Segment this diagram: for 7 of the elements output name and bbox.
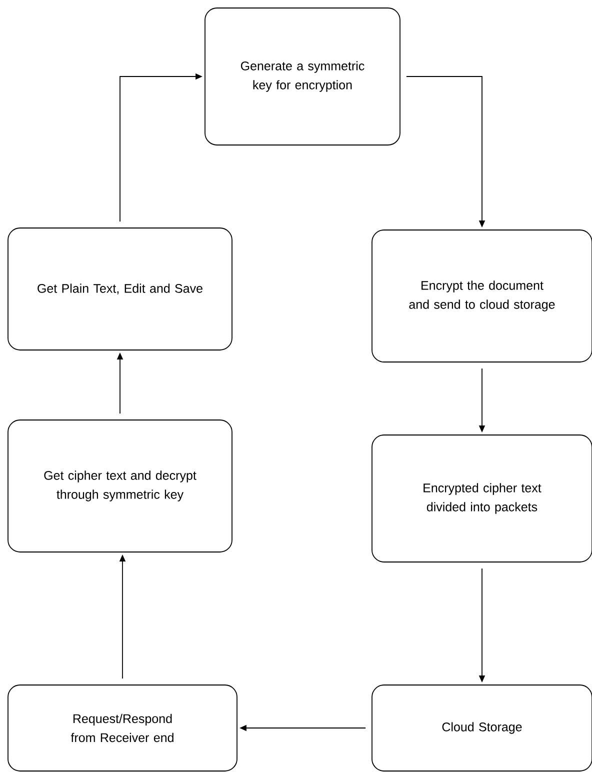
process-box: Cloud Storage bbox=[372, 684, 592, 772]
process-box: Encrypt the document and send to cloud storage bbox=[372, 230, 592, 362]
process-box: Request/Respond from Receiver end bbox=[8, 684, 238, 772]
process-box: Get cipher text and decrypt through symmetric key bbox=[8, 420, 232, 552]
process-box: Generate a symmetric key for encryption bbox=[204, 8, 400, 146]
process-box: Get Plain Text, Edit and Save bbox=[8, 228, 232, 350]
process-box: Encrypted cipher text divided into packets bbox=[372, 434, 592, 562]
